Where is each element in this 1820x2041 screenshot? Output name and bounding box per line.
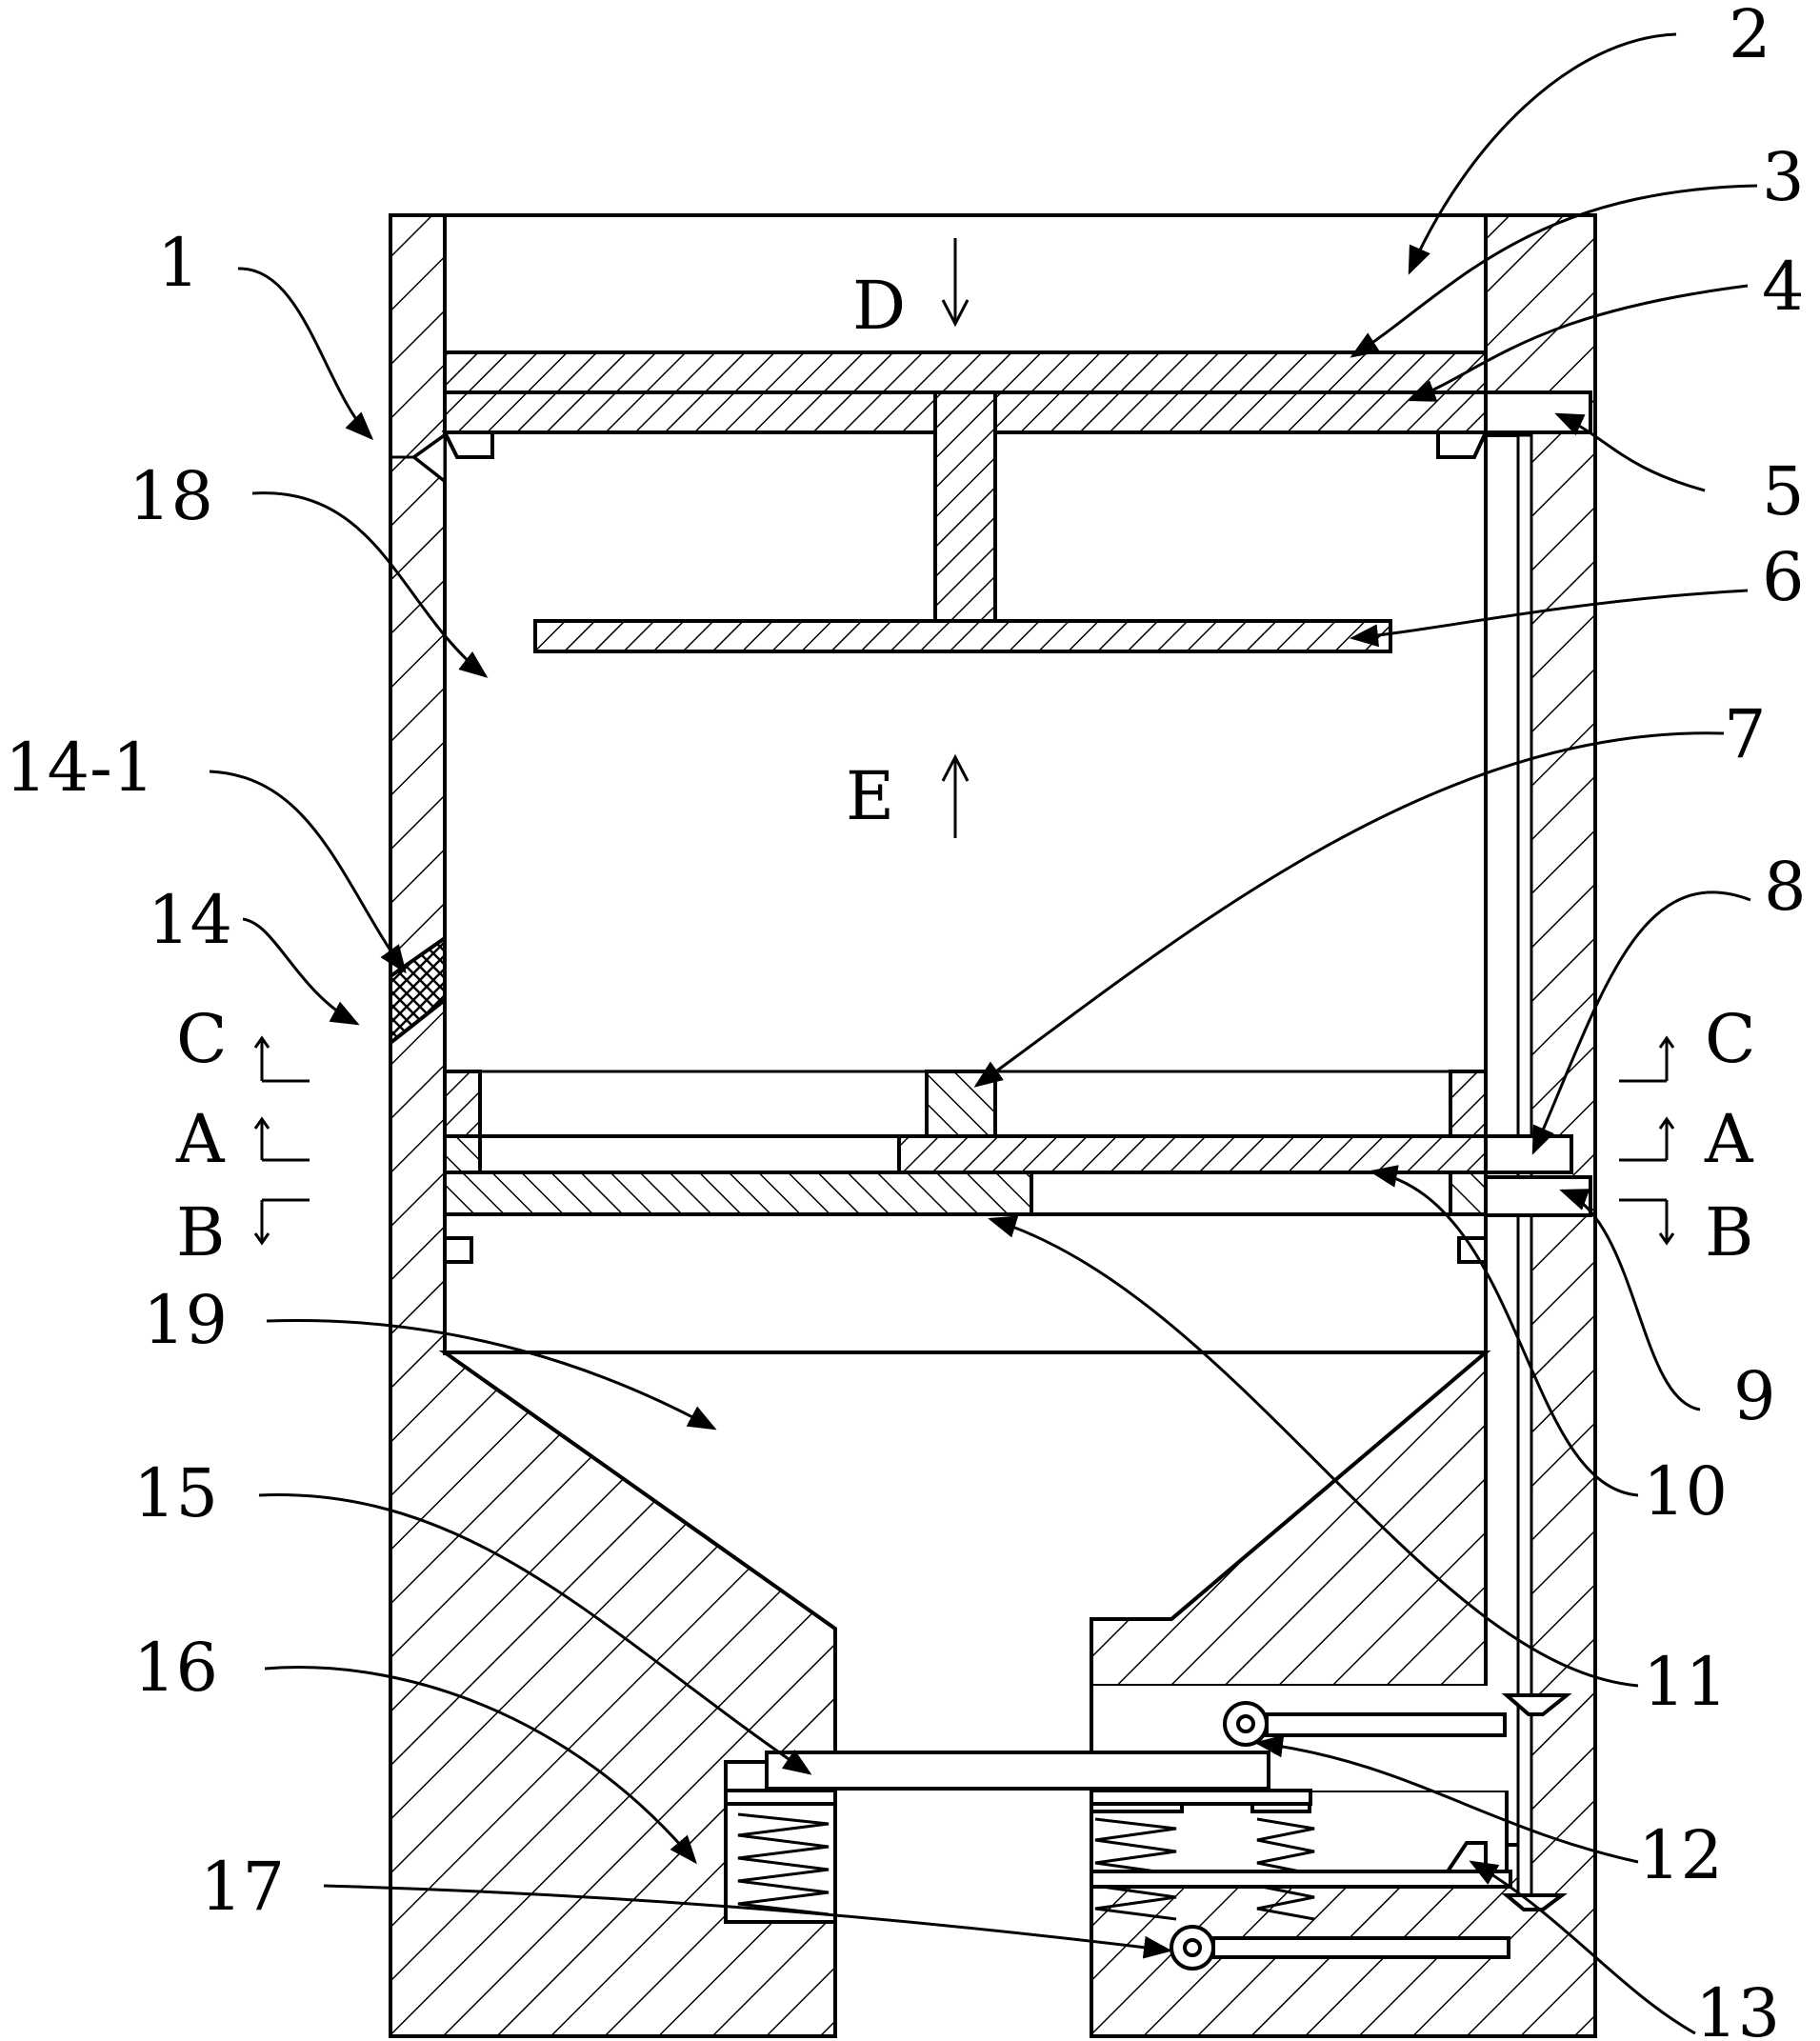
- leader-lines: [209, 32, 1758, 2035]
- leader-5: [1554, 412, 1706, 492]
- part-10-plate-white: [443, 1134, 901, 1174]
- section-label-c-left: C: [176, 1000, 228, 1078]
- feed-inlet: [390, 432, 447, 485]
- part-14-1-insert: [389, 934, 447, 1048]
- label-13: 13: [1695, 1974, 1780, 2041]
- leader-10: [1369, 1165, 1639, 1497]
- section-label-a-right: A: [1704, 1100, 1754, 1178]
- part-16-spring-right: [1256, 1817, 1315, 1921]
- part-10-plate: [897, 1134, 1488, 1174]
- label-2: 2: [1729, 0, 1771, 73]
- spring-cap-left: [724, 1789, 837, 1806]
- section-marks: [253, 1035, 1675, 1246]
- cut-a-left: [253, 1116, 310, 1162]
- cut-a-right: [1619, 1116, 1675, 1162]
- label-9: 9: [1733, 1357, 1776, 1435]
- spring-cap-mid: [1090, 1802, 1184, 1813]
- bevel-gear-top: [1501, 1693, 1572, 1716]
- label-17: 17: [200, 1848, 285, 1926]
- lug-right-top: [1436, 430, 1490, 459]
- label-1: 1: [157, 224, 200, 302]
- label-10: 10: [1643, 1452, 1728, 1531]
- leader-17: [323, 1884, 1172, 1959]
- leader-1: [237, 267, 374, 441]
- label-12: 12: [1638, 1816, 1723, 1894]
- label-3: 3: [1762, 138, 1805, 216]
- lug-left-mid: [443, 1236, 473, 1264]
- part-5-slide: [1484, 390, 1592, 434]
- part-16-spring-mid: [1094, 1817, 1177, 1921]
- leader-4: [1407, 284, 1749, 402]
- part-11-right-stub: [1449, 1171, 1488, 1216]
- part-6-bar: [533, 619, 1392, 653]
- leader-16: [264, 1666, 697, 1865]
- leader-13: [1469, 1860, 1696, 2035]
- label-14: 14: [148, 881, 232, 959]
- part-11-plate-white: [1030, 1171, 1452, 1216]
- part-6-stem: [933, 390, 997, 623]
- flow-label-e: E: [846, 757, 894, 835]
- leader-8: [1531, 890, 1751, 1155]
- leader-3: [1350, 184, 1758, 358]
- part-7-block-right: [1449, 1070, 1488, 1138]
- leader-14: [242, 917, 360, 1026]
- leader-15: [258, 1493, 812, 1775]
- cut-c-left: [253, 1035, 310, 1083]
- part-13-bottom-plate: [1090, 1870, 1512, 1889]
- part-15-lever-right: [1090, 1789, 1312, 1806]
- part-12-rod: [1265, 1712, 1507, 1737]
- flow-label-d: D: [852, 267, 906, 345]
- lug-left-top: [441, 430, 494, 459]
- part-3-plate: [443, 350, 1488, 394]
- part-8-block: [1484, 1134, 1573, 1174]
- spring-cap-right: [1250, 1802, 1311, 1813]
- label-7: 7: [1724, 695, 1767, 773]
- part-11-plate: [443, 1171, 1033, 1216]
- arrow-e-up: [941, 753, 970, 838]
- part-12-wheel-hub: [1236, 1714, 1255, 1733]
- label-19: 19: [143, 1281, 228, 1359]
- lower-funnel: [438, 1351, 1491, 1764]
- label-6: 6: [1762, 538, 1805, 616]
- part-4-plate-left: [443, 390, 937, 434]
- leader-7: [973, 731, 1725, 1088]
- section-label-b-left: B: [176, 1193, 225, 1271]
- cut-b-right: [1619, 1198, 1675, 1246]
- leader-2: [1408, 32, 1677, 275]
- label-16: 16: [133, 1629, 218, 1707]
- part-labels: 2 3 4 5 6 7 8 9 10 11 12 13 1 18 14-1 14…: [5, 0, 1807, 2041]
- leader-11: [988, 1215, 1639, 1688]
- label-18: 18: [129, 457, 213, 535]
- label-4: 4: [1762, 248, 1805, 326]
- part-17-wheel-hub: [1183, 1938, 1202, 1957]
- arrow-d-down: [941, 238, 970, 328]
- section-label-a-left: A: [175, 1100, 226, 1178]
- label-14-1: 14-1: [5, 729, 154, 807]
- label-15: 15: [133, 1454, 218, 1532]
- bevel-gear-bottom: [1501, 1893, 1568, 1911]
- part-15-lever: [765, 1751, 1270, 1791]
- part-7-block-left: [443, 1070, 482, 1138]
- part-10-left-stub: [443, 1134, 482, 1174]
- part-9-block: [1484, 1175, 1592, 1217]
- leader-14-1: [209, 770, 407, 974]
- section-label-b-right: B: [1705, 1193, 1753, 1271]
- leader-19: [266, 1318, 717, 1431]
- part-4-plate-right: [993, 390, 1488, 434]
- cut-c-right: [1619, 1035, 1675, 1083]
- leader-12: [1254, 1734, 1639, 1864]
- label-8: 8: [1764, 848, 1807, 926]
- label-5: 5: [1762, 452, 1805, 530]
- part-16-spring-left: [737, 1812, 830, 1916]
- leader-9: [1559, 1189, 1701, 1411]
- label-11: 11: [1643, 1643, 1728, 1721]
- leader-6: [1350, 589, 1749, 648]
- part-17-rod: [1211, 1936, 1510, 1959]
- leader-18: [251, 491, 489, 678]
- cut-b-left: [253, 1198, 310, 1246]
- section-label-c-right: C: [1705, 1000, 1756, 1078]
